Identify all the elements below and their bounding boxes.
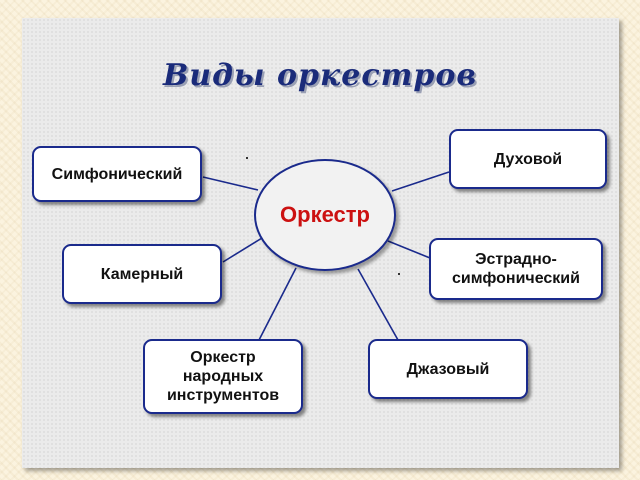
node-symphonic: Симфонический [32, 146, 202, 202]
connector-brass [391, 171, 450, 192]
connector-chamber [222, 237, 263, 263]
node-folk-instruments: Оркестр народных инструментов [143, 339, 303, 414]
diagram-title: Виды оркестров [162, 58, 478, 93]
node-jazz: Джазовый [368, 339, 528, 399]
node-estrada-line-1: Эстрадно- [475, 251, 557, 268]
node-folk-line-2: народных [182, 368, 264, 385]
dot-mark [246, 157, 248, 159]
node-estrada-line-2: симфонический [452, 270, 580, 287]
connector-symphonic [202, 176, 259, 191]
node-estrada-symphonic: Эстрадно- симфонический [429, 238, 603, 300]
connector-jazz [357, 268, 399, 341]
connector-folk [257, 267, 297, 343]
node-brass: Духовой [449, 129, 607, 189]
center-node-orchestra: Оркестр [254, 159, 396, 271]
node-folk-line-3: инструментов [166, 387, 280, 404]
node-chamber: Камерный [62, 244, 222, 304]
dot-mark [398, 273, 400, 275]
connector-estrada [387, 240, 431, 259]
node-folk-line-1: Оркестр [190, 349, 256, 366]
